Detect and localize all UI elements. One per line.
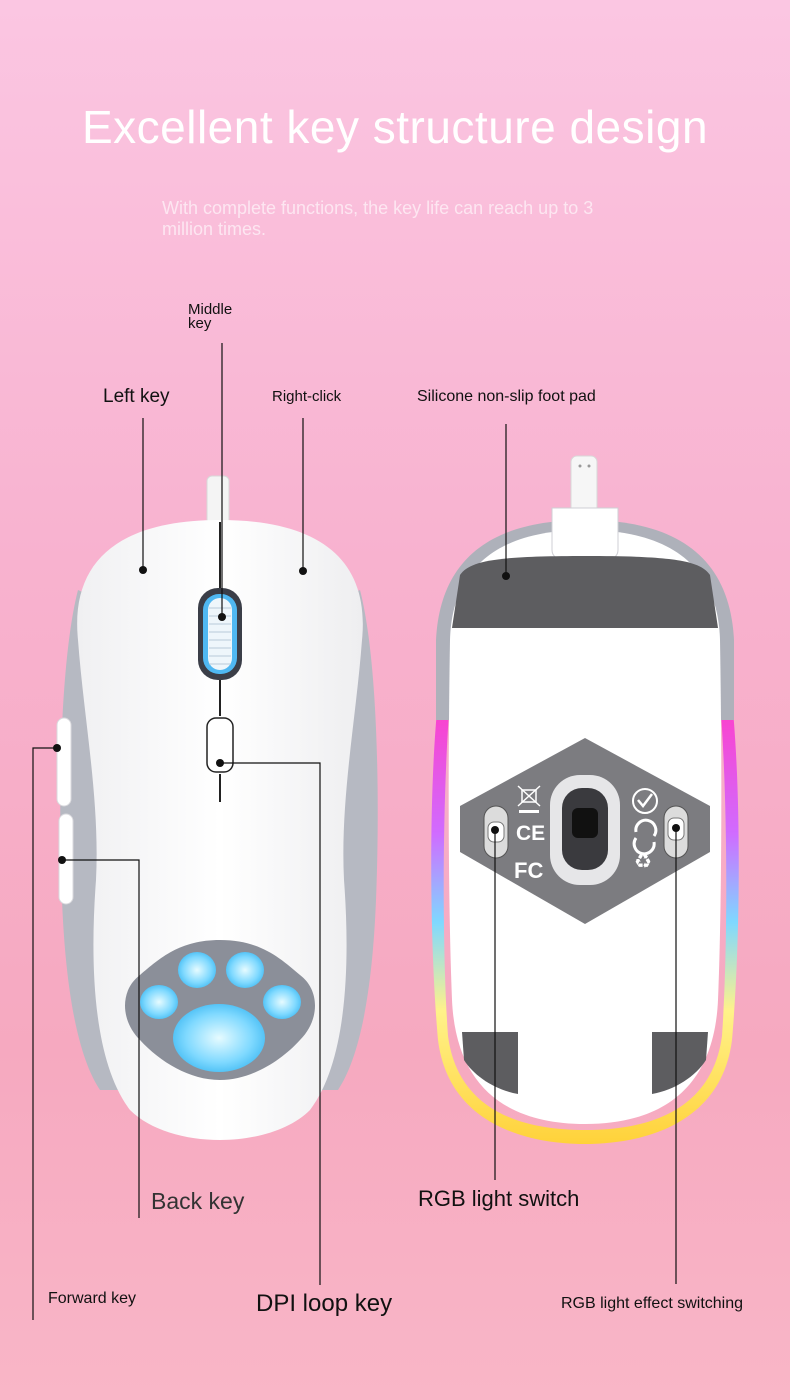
mouse-bottom-view: CE FC ♻: [431, 455, 739, 1144]
label-left-key: Left key: [103, 386, 170, 407]
cable-stub: [570, 455, 598, 517]
label-right-click: Right-click: [272, 388, 342, 405]
recycle-icon: ♻: [634, 849, 652, 873]
ce-mark-icon: CE: [516, 822, 545, 845]
weee-bin-icon: [517, 785, 541, 813]
callout-dots: [53, 566, 680, 864]
left-side-grip: [60, 590, 118, 1090]
cat-paw-light-icon: [125, 940, 315, 1080]
label-rgb-effect: RGB light effect switching: [561, 1295, 744, 1312]
dpi-button: [206, 717, 234, 773]
label-rgb-switch: RGB light switch: [418, 1186, 580, 1211]
label-dpi-key: DPI loop key: [256, 1290, 393, 1317]
label-back-key: Back key: [151, 1188, 245, 1214]
rohs-check-icon: [632, 788, 658, 814]
right-side-grip: [320, 590, 378, 1090]
fc-mark-icon: FC: [514, 858, 543, 883]
forward-button: [56, 717, 72, 807]
scroll-wheel: [208, 598, 232, 670]
label-middle-key: Middle key: [188, 301, 233, 332]
page-title: Excellent key structure design: [81, 101, 709, 153]
label-forward-key: Forward key: [48, 1290, 137, 1307]
callout-lines: [32, 343, 677, 1320]
foot-pad-left: [462, 1032, 518, 1094]
mouse-top-view: [56, 475, 378, 1140]
cable-plug: [206, 475, 230, 527]
cable-housing: [551, 507, 619, 561]
page-subtitle: With complete functions, the key life ca…: [162, 198, 594, 239]
silicone-foot-pad: [452, 556, 718, 628]
label-silicone-pad: Silicone non-slip foot pad: [417, 388, 596, 405]
foot-pad-right: [652, 1032, 708, 1094]
recycle-arrow-icon: [632, 818, 658, 856]
